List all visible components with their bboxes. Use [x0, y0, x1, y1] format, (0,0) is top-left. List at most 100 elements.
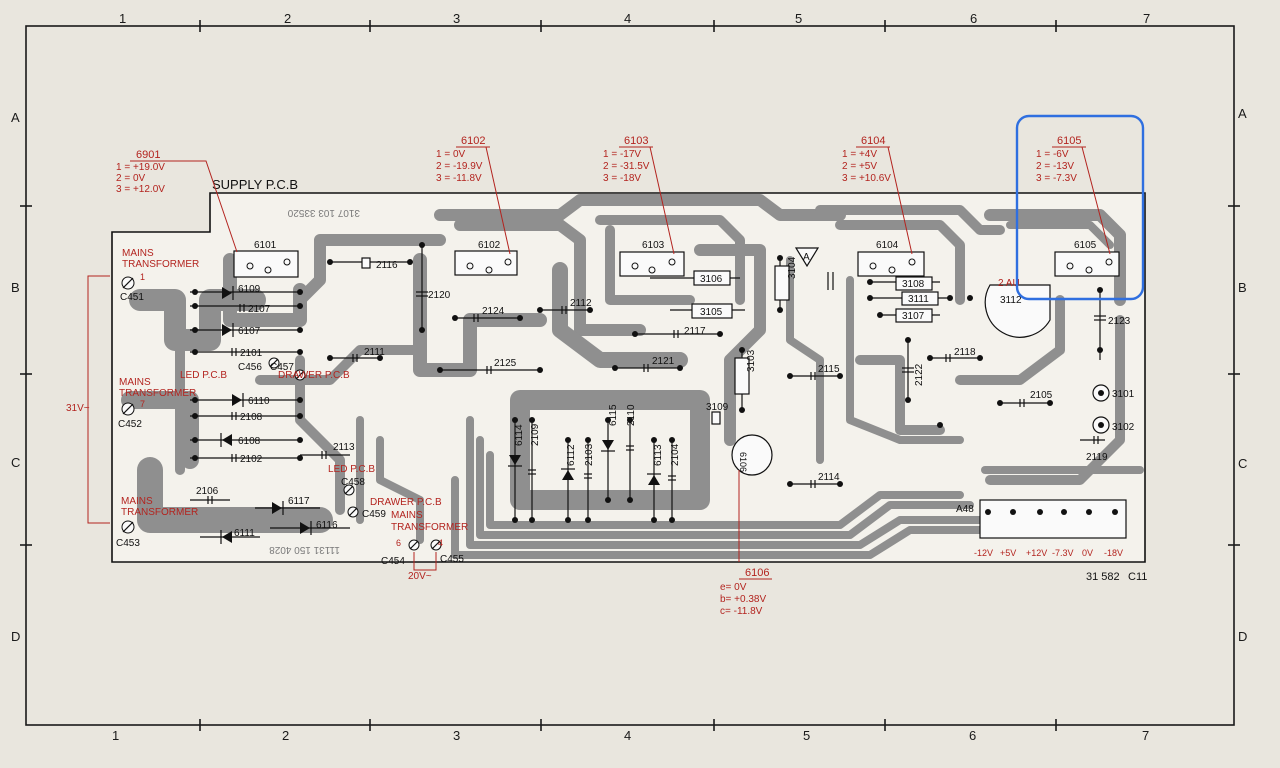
- callout-6106: 6106 e= 0V b= +0.38V c= -11.8V: [720, 470, 772, 617]
- component-label: 3101: [1112, 389, 1135, 400]
- callout-line: 1 = -17V: [603, 149, 641, 160]
- component-label: 2111: [364, 347, 385, 358]
- component-label: 2106: [196, 486, 219, 497]
- component-label: 3108: [902, 279, 925, 290]
- component-label: 2110: [626, 404, 637, 426]
- callout-line: e= 0V: [720, 582, 747, 593]
- connector-pins: [985, 509, 1118, 515]
- terminal-label: C457: [270, 362, 294, 373]
- component-label: 2125: [494, 358, 517, 369]
- row-label-left: A: [11, 110, 20, 125]
- regulators: [233, 247, 1127, 539]
- component-label: 3102: [1112, 422, 1135, 433]
- component-label: 2109: [530, 423, 541, 446]
- col-label-top: 1: [119, 11, 126, 26]
- terminal-label: C458: [341, 477, 365, 488]
- callout-ref: 6106: [745, 567, 769, 579]
- pin-label: 2 AU: [998, 278, 1020, 289]
- component-label: 3104: [787, 256, 798, 279]
- component-label: 6109: [238, 284, 261, 295]
- component-label: 3105: [700, 307, 723, 318]
- component-label: 6107: [238, 326, 261, 337]
- component-label: 2101: [240, 348, 263, 359]
- drawer-pcb-label: DRAWER P.C.B: [278, 370, 350, 381]
- callout-line: c= -11.8V: [720, 606, 763, 617]
- row-label-left: C: [11, 455, 20, 470]
- connection-labels: MAINS TRANSFORMER 1 MAINS TRANSFORMER 7 …: [66, 248, 1123, 582]
- drawing-frame: [25, 25, 1235, 726]
- solder-points: [192, 242, 1103, 523]
- pin-label: 6: [396, 538, 401, 548]
- drawer-pcb-label: DRAWER P.C.B: [370, 497, 442, 508]
- callout-6901: 6901 1 = +19.0V 2 = 0V 3 = +12.0V: [116, 149, 238, 253]
- terminal-label: C459: [362, 509, 386, 520]
- chip-label: 6104: [876, 240, 899, 251]
- component-label: 2113: [333, 442, 355, 453]
- callout-line: 1 = +19.0V: [116, 162, 165, 173]
- chip-labels: 6101 6102 6103 6104 6105 6106: [254, 240, 1097, 472]
- chip-label: 6105: [1074, 240, 1097, 251]
- component-label: 3112: [1000, 295, 1022, 306]
- component-label: 2119: [1086, 452, 1108, 463]
- col-label-top: 6: [970, 11, 977, 26]
- row-label-right: C: [1238, 456, 1247, 471]
- component-label: 2121: [652, 356, 675, 367]
- col-label-bottom: 6: [969, 728, 976, 743]
- frame-ticks: [20, 20, 1240, 731]
- callout-line: b= +0.38V: [720, 594, 766, 605]
- terminal-labels: C451 C452 C453 C454 C455 C456 C457 C458 …: [116, 292, 464, 567]
- col-label-bottom: 7: [1142, 728, 1149, 743]
- component-label: 6111: [234, 528, 255, 539]
- component-label: 2105: [1030, 390, 1053, 401]
- callout-line: 2 = +5V: [842, 161, 877, 172]
- col-label-bottom: 4: [624, 728, 631, 743]
- component-label: 2120: [428, 290, 451, 301]
- doc-revision: C11: [1128, 571, 1147, 583]
- col-label-top: 7: [1143, 11, 1150, 26]
- connector-voltage: -7.3V: [1052, 548, 1074, 558]
- component-label: 3106: [700, 274, 723, 285]
- row-label-left: D: [11, 629, 20, 644]
- connector-voltage: 0V: [1082, 548, 1093, 558]
- board-outline: [111, 192, 1146, 563]
- component-label: 2114: [818, 472, 840, 483]
- callout-line: 3 = -11.8V: [436, 173, 482, 184]
- mains-label: TRANSFORMER: [119, 388, 196, 399]
- connector-voltage: -12V: [974, 548, 993, 558]
- component-label: 2118: [954, 347, 976, 358]
- callout-6105: 6105 1 = -6V 2 = -13V 3 = -7.3V: [1036, 135, 1111, 255]
- pin-label: 4: [438, 538, 443, 548]
- component-label: 2123: [1108, 316, 1131, 327]
- mains-label: TRANSFORMER: [391, 522, 468, 533]
- callout-line: 2 = 0V: [116, 173, 146, 184]
- row-label-right: B: [1238, 280, 1247, 295]
- callout-6104: 6104 1 = +4V 2 = +5V 3 = +10.6V: [842, 135, 913, 255]
- component-label: 3111: [908, 294, 929, 305]
- col-label-bottom: 1: [112, 728, 119, 743]
- led-pcb-label: LED P.C.B: [180, 370, 227, 381]
- component-label: 6115: [608, 404, 619, 426]
- terminals: [121, 276, 442, 551]
- resistors: [691, 265, 1049, 425]
- component-label: 2115: [818, 364, 840, 375]
- component-label: A: [803, 252, 810, 263]
- terminal-label: C456: [238, 362, 262, 373]
- col-label-top: 5: [795, 11, 802, 26]
- component-labels: 6109 6107 6110 6108 6117 6111 6116 6114 …: [196, 252, 1135, 539]
- component-label: 6112: [566, 444, 577, 466]
- component-label: 2103: [584, 443, 595, 466]
- component-label: 2104: [670, 443, 681, 466]
- chip-label: 6103: [642, 240, 665, 251]
- component-label: 6110: [248, 396, 270, 407]
- terminal-label: C454: [381, 556, 405, 567]
- callout-line: 1 = -6V: [1036, 149, 1069, 160]
- component-label: 2122: [914, 363, 925, 386]
- callout-line: 2 = -31.5V: [603, 161, 650, 172]
- callout-6102: 6102 1 = 0V 2 = -19.9V 3 = -11.8V: [436, 135, 511, 255]
- connector-voltage: -18V: [1104, 548, 1123, 558]
- component-label: 2124: [482, 306, 505, 317]
- callout-6103: 6103 1 = -17V 2 = -31.5V 3 = -18V: [603, 135, 675, 255]
- callout-line: 3 = +12.0V: [116, 184, 165, 195]
- chip-label: 6101: [254, 240, 277, 251]
- terminal-label: C455: [440, 554, 464, 565]
